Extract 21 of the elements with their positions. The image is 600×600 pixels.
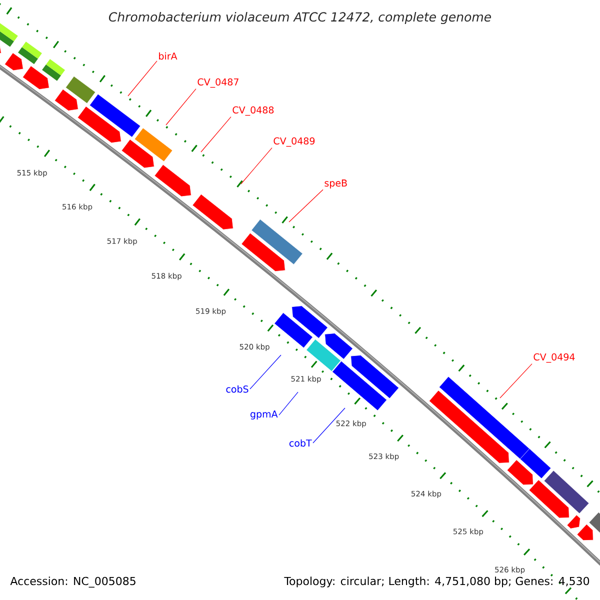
leader-line	[200, 116, 232, 152]
gene-label: gpmA	[250, 410, 278, 420]
gene-label: CV_0494	[534, 353, 575, 363]
leader-line	[128, 60, 158, 96]
leader-line	[288, 189, 324, 222]
leader-line	[278, 392, 298, 416]
gene-label: CV_0487	[198, 78, 238, 88]
leader-line	[166, 88, 196, 126]
leader-line	[240, 148, 272, 184]
leader-line	[250, 354, 282, 390]
gene-label: cobS	[226, 385, 248, 393]
gene-label: CV_0488	[232, 106, 274, 116]
gene-label: birA	[159, 52, 178, 60]
leader-line	[500, 364, 532, 398]
leader-line	[312, 408, 346, 444]
title: Chromobacterium violaceum ATCC 12472, complete genome	[108, 12, 491, 24]
gene-label: CV_0489	[274, 137, 315, 147]
genome-info-text: Topology: circular; Length: 4,751,080 bp; Genes: 4,530	[284, 576, 590, 588]
gene-label: cobT	[289, 439, 312, 447]
accession-text: Accession: NC_005085	[10, 576, 136, 588]
gene-label: speB	[324, 180, 347, 188]
